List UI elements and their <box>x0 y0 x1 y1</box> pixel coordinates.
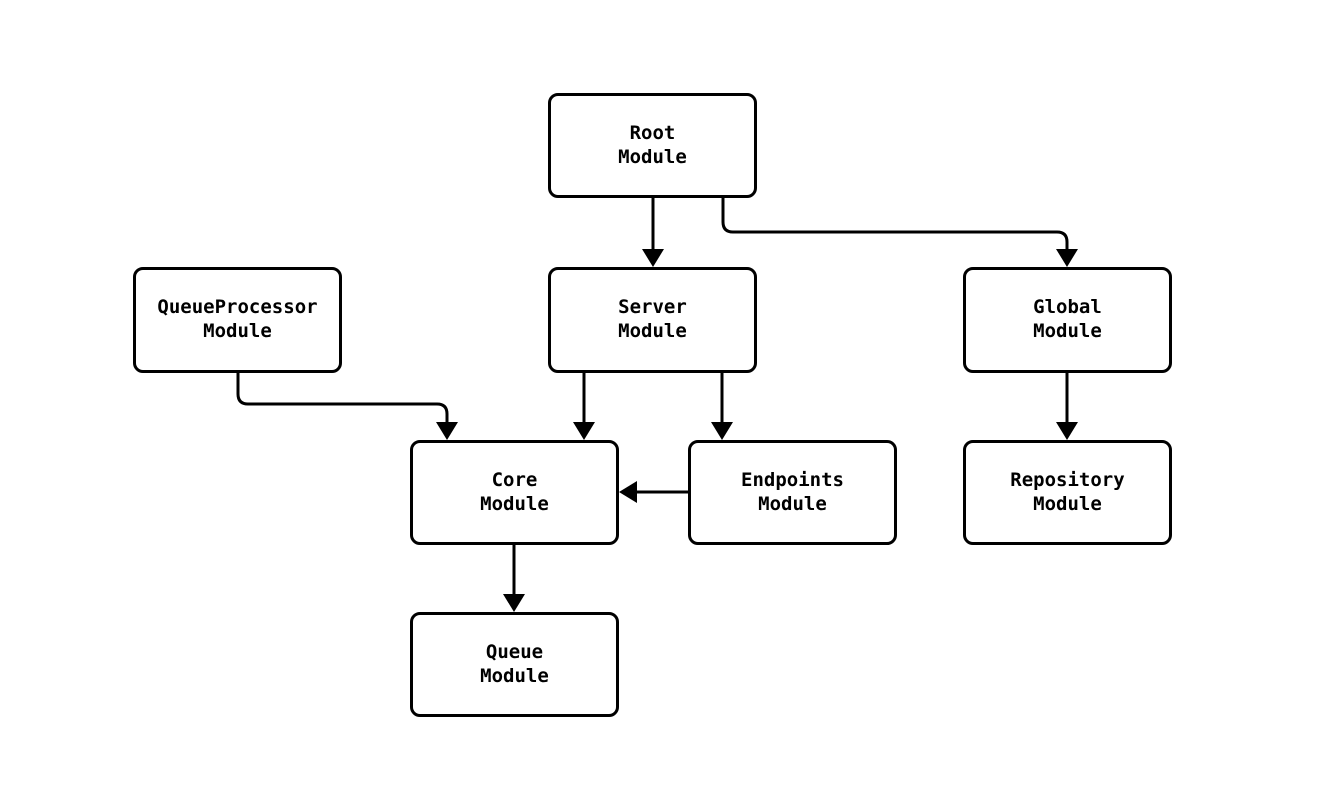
node-root-module: Root Module <box>548 93 757 198</box>
node-label-line: QueueProcessor <box>157 296 318 319</box>
node-label-line: Module <box>480 664 549 687</box>
edge-root-to-global <box>721 198 1078 267</box>
edge-core-to-queue <box>503 545 525 612</box>
node-label-line: Server <box>618 296 687 319</box>
node-label-line: Module <box>758 492 827 515</box>
node-queue-processor-module: QueueProcessor Module <box>133 267 342 373</box>
edge-global-to-repository <box>1056 373 1078 440</box>
node-repository-module: Repository Module <box>963 440 1172 545</box>
node-queue-module: Queue Module <box>410 612 619 717</box>
node-label-line: Module <box>203 320 272 342</box>
node-label-line: Module <box>618 320 687 342</box>
node-label-line: Repository <box>1010 468 1125 491</box>
node-global-module: Global Module <box>963 267 1172 373</box>
edge-root-to-server <box>642 198 664 267</box>
node-server-module: Server Module <box>548 267 757 373</box>
node-label-line: Queue <box>485 640 544 663</box>
node-label-line: Module <box>1033 320 1102 342</box>
edge-endpoints-to-core <box>619 481 688 503</box>
node-label-line: Global <box>1033 296 1102 319</box>
node-label-line: Module <box>1033 492 1102 515</box>
edge-queue-processor-to-core <box>236 373 458 440</box>
edge-server-to-core <box>573 373 595 440</box>
node-label-line: Module <box>480 492 549 515</box>
node-endpoints-module: Endpoints Module <box>688 440 897 545</box>
node-label-line: Root <box>629 121 676 144</box>
node-core-module: Core Module <box>410 440 619 545</box>
edge-server-to-endpoints <box>711 373 733 440</box>
node-label-line: Endpoints <box>741 468 844 491</box>
node-label-line: Core <box>491 468 538 491</box>
node-label-line: Module <box>618 145 687 168</box>
